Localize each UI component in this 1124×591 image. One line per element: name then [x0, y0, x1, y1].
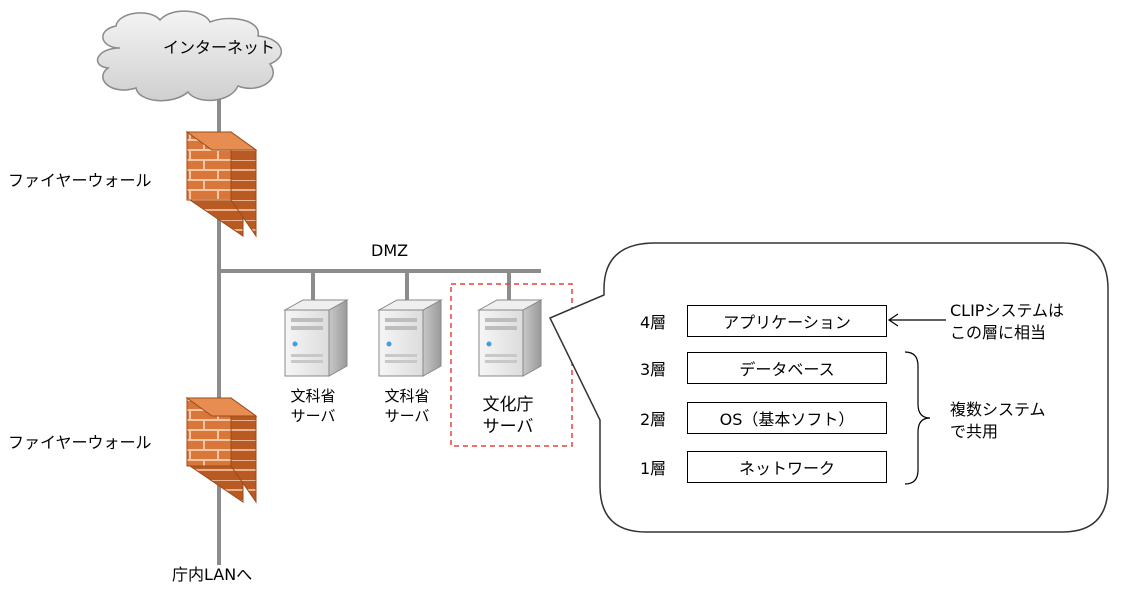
- clip-annotation-line1: CLIPシステムは: [950, 301, 1064, 320]
- firewall-icon-2: [185, 397, 258, 504]
- layer-box-os: OS（基本ソフト）: [687, 402, 887, 434]
- layer-box-application: アプリケーション: [687, 305, 887, 337]
- layer-box-network: ネットワーク: [687, 451, 887, 483]
- highlight-box: [450, 283, 573, 447]
- server-label-3-line1: 文化庁: [482, 395, 534, 415]
- shared-annotation: 複数システム で共用: [950, 399, 1046, 443]
- layer-num-4: 4層: [640, 313, 667, 332]
- server-label-2-line2: サーバ: [384, 407, 430, 425]
- internet-cloud-icon: [96, 10, 282, 102]
- firewall-label-top: ファイヤーウォール: [8, 171, 152, 190]
- shared-annotation-line1: 複数システム: [950, 400, 1046, 419]
- server-label-3: 文化庁 サーバ: [466, 394, 550, 438]
- clip-annotation-line2: この層に相当: [950, 323, 1047, 342]
- firewall-label-bottom: ファイヤーウォール: [8, 433, 152, 452]
- clip-annotation: CLIPシステムは この層に相当: [950, 300, 1064, 344]
- server-label-1: 文科省 サーバ: [277, 386, 349, 426]
- shared-annotation-line2: で共用: [950, 422, 999, 441]
- internet-label: インターネット: [162, 38, 275, 57]
- server-icon-1: [283, 299, 349, 377]
- server-label-3-line2: サーバ: [482, 417, 534, 437]
- lan-label: 庁内LANへ: [172, 565, 253, 584]
- layer-num-2: 2層: [640, 410, 667, 429]
- server-label-1-line2: サーバ: [290, 407, 336, 425]
- dmz-label: DMZ: [371, 241, 409, 260]
- layer-num-3: 3層: [640, 360, 667, 379]
- layer-num-1: 1層: [640, 459, 667, 478]
- server-icon-3: [477, 299, 543, 377]
- server-label-2-line1: 文科省: [384, 387, 430, 405]
- server-icon-2: [377, 299, 443, 377]
- server-label-1-line1: 文科省: [290, 387, 336, 405]
- layer-box-database: データベース: [687, 352, 887, 384]
- firewall-icon-1: [185, 131, 258, 238]
- clip-arrowhead-icon: [887, 313, 899, 327]
- server-label-2: 文科省 サーバ: [371, 386, 443, 426]
- shared-bracket: [904, 351, 931, 485]
- speech-bubble: [548, 242, 1109, 533]
